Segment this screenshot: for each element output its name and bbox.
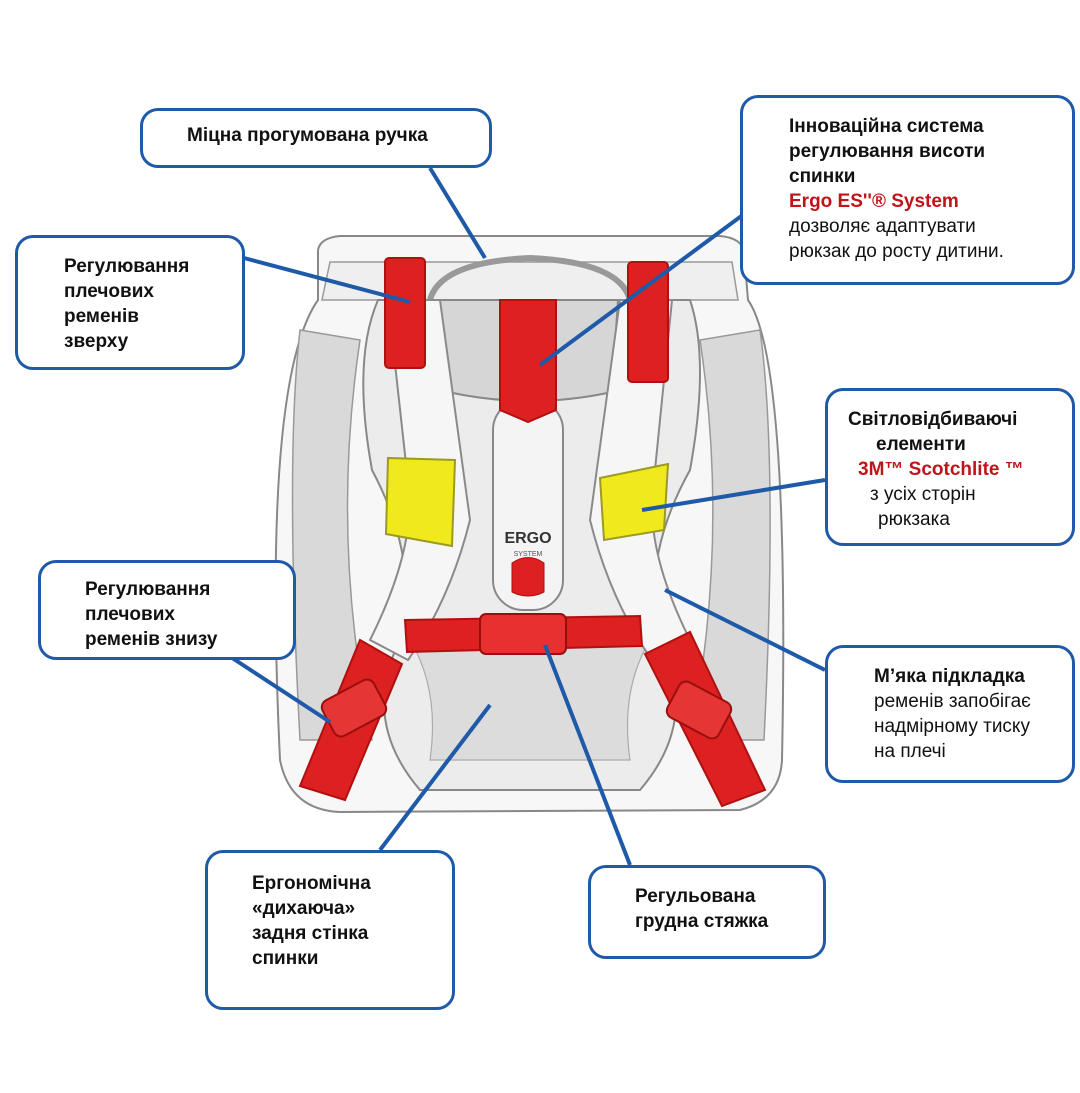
shoulder-bottom-line1: Регулювання bbox=[85, 579, 211, 600]
padding-line2: ременів запобігає bbox=[874, 691, 1031, 712]
reflector-right bbox=[598, 462, 670, 542]
reflective-line3: з усіх сторін bbox=[870, 484, 976, 505]
leader-shoulder-bottom bbox=[218, 648, 332, 724]
padding-line3: надмірному тиску bbox=[874, 716, 1030, 737]
ergo-logo-sub: SYSTEM bbox=[514, 551, 543, 558]
side-panel-left bbox=[291, 329, 373, 741]
handle-line1: Міцна прогумована ручка bbox=[187, 125, 428, 146]
handle bbox=[427, 254, 633, 301]
leader-chest bbox=[543, 644, 632, 866]
leader-shoulder-top bbox=[243, 256, 411, 304]
back-panel-line1: Ергономічна bbox=[252, 873, 371, 894]
reflective-line1: Світловідбиваючі bbox=[848, 409, 1018, 430]
callout-reflective: Світловідбиваючі елементи 3M™ Scotchlite… bbox=[825, 388, 1075, 546]
leader-reflective bbox=[641, 478, 826, 512]
shoulder-top-line2: плечових bbox=[64, 281, 154, 302]
leader-back-panel bbox=[378, 703, 492, 852]
back-panel-line4: спинки bbox=[252, 948, 319, 969]
reflective-line2: елементи bbox=[876, 434, 966, 455]
reflective-line4: рюкзака bbox=[878, 509, 950, 530]
callout-chest-strap: Регульована грудна стяжка bbox=[588, 865, 826, 959]
back-panel-line2: «дихаюча» bbox=[252, 898, 356, 919]
ergo-line5: рюкзак до росту дитини. bbox=[789, 241, 1004, 262]
shoulder-top-line4: зверху bbox=[64, 331, 129, 352]
callout-padding: М’яка підкладка ременів запобігає надмір… bbox=[825, 645, 1075, 783]
reflector-left bbox=[384, 456, 457, 548]
shoulder-top-line1: Регулювання bbox=[64, 256, 190, 277]
ergo-line2: регулювання висоти bbox=[789, 141, 986, 162]
padding-line1: М’яка підкладка bbox=[874, 666, 1025, 687]
chest-strap-line1: Регульована bbox=[635, 886, 756, 907]
ergo-brand: Ergo ES''® System bbox=[789, 191, 959, 212]
chest-strap-line2: грудна стяжка bbox=[635, 911, 769, 932]
callout-handle: Міцна прогумована ручка bbox=[140, 108, 492, 168]
leader-padding bbox=[664, 588, 826, 672]
top-strap-left bbox=[384, 257, 426, 369]
callout-ergo-system: Інноваційна система регулювання висоти с… bbox=[740, 95, 1075, 285]
padding-line4: на плечі bbox=[874, 741, 946, 762]
ergo-line3: спинки bbox=[789, 166, 856, 187]
ergo-line1: Інноваційна система bbox=[789, 116, 984, 137]
callout-back-panel: Ергономічна «дихаюча» задня стінка спинк… bbox=[205, 850, 455, 1010]
callout-shoulder-bottom: Регулювання плечових ременів знизу bbox=[38, 560, 296, 660]
top-strap-right bbox=[627, 261, 669, 383]
shoulder-bottom-line2: плечових bbox=[85, 604, 175, 625]
shoulder-bottom-line3: ременів знизу bbox=[85, 629, 218, 650]
shoulder-top-line3: ременів bbox=[64, 306, 139, 327]
chest-buckle bbox=[479, 613, 567, 655]
leader-handle bbox=[428, 166, 487, 260]
ergo-logo: ERGO bbox=[504, 530, 551, 547]
callout-shoulder-top: Регулювання плечових ременів зверху bbox=[15, 235, 245, 370]
ergo-height-strap bbox=[499, 299, 557, 424]
back-panel-line3: задня стінка bbox=[252, 923, 369, 944]
reflective-brand: 3M™ Scotchlite ™ bbox=[858, 459, 1024, 480]
ergo-line4: дозволяє адаптувати bbox=[789, 216, 976, 237]
